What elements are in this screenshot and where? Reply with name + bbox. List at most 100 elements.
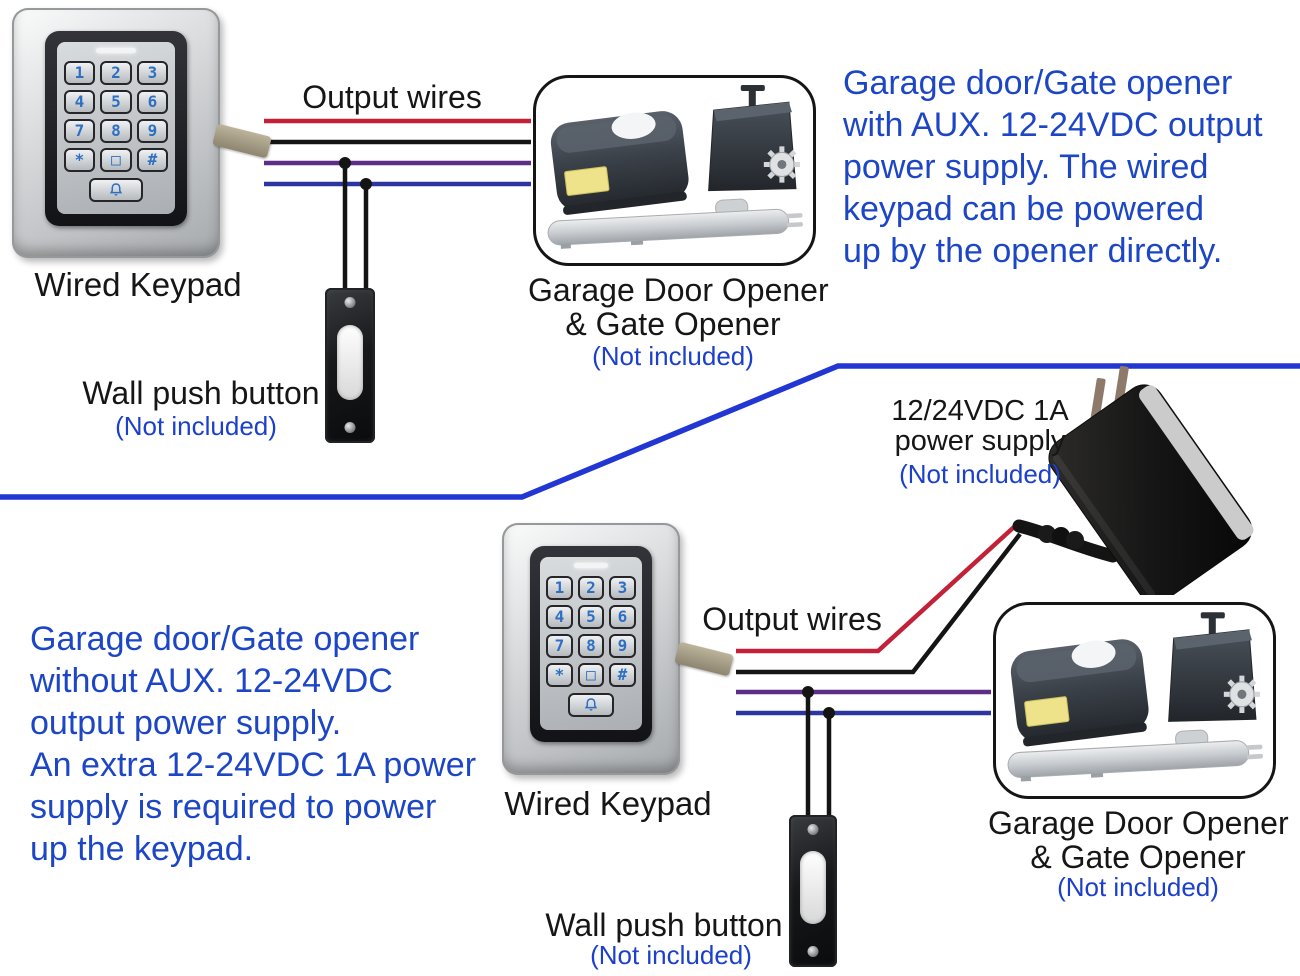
garage-opener-photo-bottom bbox=[993, 602, 1276, 799]
keypad-key-3: 3 bbox=[609, 576, 636, 601]
keypad-key-5: 5 bbox=[577, 605, 605, 630]
push-button-label-bottom: Wall push button bbox=[545, 907, 783, 943]
red-wire-bottom bbox=[736, 525, 1016, 654]
annotation-line: Garage door/Gate opener bbox=[843, 64, 1233, 102]
slide-gate-opener bbox=[708, 85, 800, 192]
annotation-line: output power supply. bbox=[30, 704, 342, 742]
annotation-line: without AUX. 12-24VDC bbox=[30, 662, 393, 700]
keypad-panel: 1 2 3 4 5 6 7 8 9 * □ # bbox=[56, 42, 176, 214]
keypad-key-8: 8 bbox=[100, 119, 132, 144]
swing-arm-opener bbox=[1007, 729, 1263, 782]
opener-note-bottom: (Not included) bbox=[1057, 872, 1219, 902]
keypad-panel: 1 2 3 4 5 6 7 8 9 * □ # bbox=[540, 557, 642, 731]
annotation-line: power supply. The wired bbox=[843, 148, 1209, 186]
annotation-line: up by the opener directly. bbox=[843, 232, 1223, 270]
keypad-frame: 1 2 3 4 5 6 7 8 9 * □ # bbox=[45, 30, 187, 226]
keypad-key-3: 3 bbox=[136, 61, 169, 86]
keypad-key-1: 1 bbox=[546, 576, 573, 601]
adapter-body bbox=[1048, 384, 1254, 595]
keypad-key-7: 7 bbox=[63, 119, 96, 144]
keypad-key-5: 5 bbox=[100, 90, 132, 115]
push-button-note-bottom: (Not included) bbox=[590, 940, 752, 970]
wire-junction-dot bbox=[339, 157, 351, 169]
power-adapter-photo bbox=[1012, 365, 1254, 595]
power-supply-line1: 12/24VDC 1A bbox=[891, 395, 1069, 427]
power-supply-note: (Not included) bbox=[899, 459, 1061, 489]
keypad-key-star: * bbox=[63, 148, 96, 173]
annotation-without-aux: Garage door/Gate opener without AUX. 12-… bbox=[30, 618, 476, 870]
keypad-key-7: 7 bbox=[546, 634, 573, 659]
cord-ferrule bbox=[1052, 527, 1070, 545]
opener-note-top: (Not included) bbox=[592, 341, 754, 371]
keypad-key-6: 6 bbox=[609, 605, 636, 630]
bell-icon bbox=[584, 698, 598, 712]
keypad-key-4: 4 bbox=[63, 90, 96, 115]
opener-title-bottom: Garage Door Opener bbox=[988, 805, 1289, 841]
keypad-frame: 1 2 3 4 5 6 7 8 9 * □ # bbox=[530, 545, 652, 743]
garage-opener-photo-top bbox=[533, 75, 816, 266]
annotation-line: with AUX. 12-24VDC output bbox=[843, 106, 1263, 144]
keypad-key-6: 6 bbox=[136, 90, 169, 115]
annotation-line: supply is required to power bbox=[30, 788, 437, 826]
output-wires-label-top: Output wires bbox=[302, 79, 482, 115]
wall-push-button-photo-bottom bbox=[789, 815, 837, 967]
push-button-note-top: (Not included) bbox=[115, 411, 277, 441]
wire-junction-dot bbox=[360, 178, 372, 190]
keypad-indicator-light bbox=[573, 563, 609, 569]
keypad-key-9: 9 bbox=[136, 119, 169, 144]
cord-ferrule bbox=[1066, 531, 1084, 549]
keypad-key-grid: 1 2 3 4 5 6 7 8 9 * □ # bbox=[63, 61, 169, 173]
opener-subtitle-top: & Gate Opener bbox=[565, 306, 781, 342]
wall-push-button-photo-top bbox=[325, 288, 375, 443]
keypad-key-4: 4 bbox=[546, 605, 573, 630]
annotation-line: An extra 12-24VDC 1A power bbox=[30, 746, 477, 784]
wire-junction-dot bbox=[802, 686, 814, 698]
garage-door-opener-head bbox=[550, 111, 689, 215]
keypad-key-8: 8 bbox=[577, 634, 605, 659]
annotation-line: keypad can be powered bbox=[843, 190, 1205, 228]
opener-illustration bbox=[547, 85, 803, 249]
bell-key bbox=[88, 178, 144, 203]
annotation-line: Garage door/Gate opener bbox=[30, 620, 420, 658]
keypad-key-2: 2 bbox=[100, 61, 132, 86]
garage-door-opener-head bbox=[1010, 639, 1149, 747]
keypad-label-bottom: Wired Keypad bbox=[504, 785, 712, 822]
black-wire-bottom bbox=[736, 532, 1022, 675]
output-wires-label-bottom: Output wires bbox=[702, 601, 882, 637]
wired-keypad-photo-bottom: 1 2 3 4 5 6 7 8 9 * □ # bbox=[502, 523, 680, 775]
keypad-key-star: * bbox=[546, 663, 573, 688]
push-button-pill bbox=[337, 325, 363, 400]
keypad-label-top: Wired Keypad bbox=[34, 266, 242, 303]
push-button-label-top: Wall push button bbox=[82, 375, 320, 411]
section-divider-line bbox=[0, 363, 1300, 500]
keypad-key-1: 1 bbox=[63, 61, 96, 86]
opener-subtitle-bottom: & Gate Opener bbox=[1030, 839, 1246, 875]
wired-keypad-photo-top: 1 2 3 4 5 6 7 8 9 * □ # bbox=[12, 8, 220, 258]
keypad-key-hash: # bbox=[136, 148, 169, 173]
bell-icon bbox=[109, 183, 123, 196]
opener-illustration bbox=[1007, 612, 1263, 782]
keypad-key-square: □ bbox=[577, 663, 605, 688]
power-supply-line2: power supply bbox=[894, 425, 1066, 457]
power-supply-label: 12/24VDC 1A power supply bbox=[875, 396, 1085, 456]
swing-arm-opener bbox=[547, 198, 803, 249]
bell-key bbox=[567, 693, 615, 718]
opener-title-top: Garage Door Opener bbox=[528, 272, 829, 308]
screw-icon bbox=[344, 422, 356, 433]
cord-ferrule bbox=[1038, 525, 1056, 543]
keypad-key-2: 2 bbox=[577, 576, 605, 601]
keypad-key-hash: # bbox=[609, 663, 636, 688]
keypad-indicator-light bbox=[95, 48, 137, 54]
gear-icon bbox=[1223, 675, 1260, 714]
screw-icon bbox=[807, 946, 819, 957]
screw-icon bbox=[344, 297, 356, 308]
keypad-key-9: 9 bbox=[609, 634, 636, 659]
annotation-line: up the keypad. bbox=[30, 830, 254, 868]
keypad-key-square: □ bbox=[100, 148, 132, 173]
push-button-pill bbox=[800, 851, 826, 925]
slide-gate-opener bbox=[1168, 612, 1260, 722]
annotation-with-aux: Garage door/Gate opener with AUX. 12-24V… bbox=[843, 62, 1263, 272]
keypad-key-grid: 1 2 3 4 5 6 7 8 9 * □ # bbox=[546, 576, 636, 688]
